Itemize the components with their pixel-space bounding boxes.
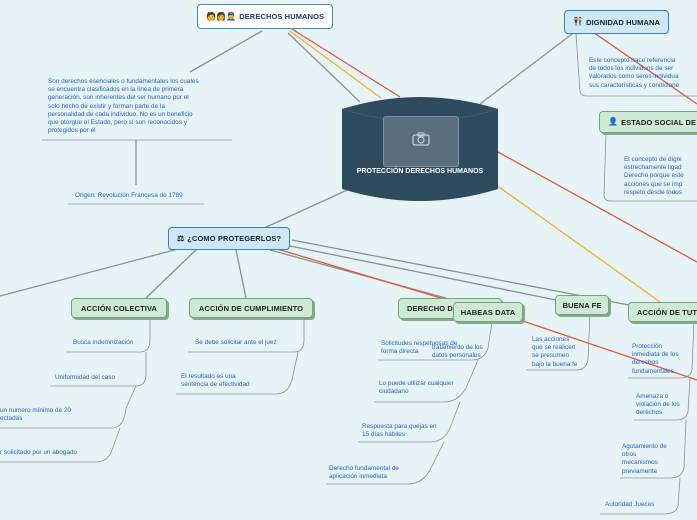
derechos-humanos-description: Son derechos esenciales o fundamentales … [48,78,199,135]
central-title: PROTECCIÓN DERECHOS HUMANOS [356,168,484,175]
topic-dignidad-humana-label: DIGNIDAD HUMANA [586,17,661,27]
item-line: se presumen [532,352,569,360]
couple-icon: 👫 [573,17,584,26]
accion-colectiva-item: Busca indemnización [73,339,134,346]
topic-derecho-peticion-label: DERECHO D [407,304,453,313]
topic-accion-colectiva[interactable]: ACCIÓN COLECTIVA [71,298,167,318]
item-line: fundamentales [632,367,674,375]
scale-icon: ⚖ [177,233,185,243]
description-line: respeto desde todos [624,188,682,196]
accion-colectiva-item: r solicitado por un abogado [0,449,78,456]
topic-accion-tutela-label: ACCIÓN DE TUT [637,307,697,317]
description-line: que otorgue el Estado, pero sí son recon… [48,119,187,127]
accion-cumplimiento-item: Se debe solicitar ante el juez [195,339,277,346]
description-line: acciones que se imp [624,180,683,188]
accion-tutela-item: Autoridad Jueces [605,501,655,508]
description-line: El concepto de digni [624,156,682,163]
description-line: solo hecho de existir y forman parte de … [48,102,165,110]
item-line: derechos [636,409,663,417]
derecho-peticion-item: Lo puede utilizar cualquier ciudadano [379,380,454,396]
item-line: mecanismos [622,459,658,467]
item-line: que se realicen [532,344,576,352]
topic-habeas-data[interactable]: HABEAS DATA [453,302,523,322]
topic-derechos-humanos[interactable]: 🧑👩👮 DERECHOS HUMANOS [197,4,334,29]
buena-fe-item: Las acciones que se realicen se presumen… [532,336,577,369]
accion-cumplimiento-item: El resultado es una sentencia de efectiv… [181,373,250,389]
accion-tutela-item: Agotamiento de otros mecanismos previame… [622,443,667,476]
description-line: estrechamente ligad [624,164,682,172]
topic-habeas-data-label: HABEAS DATA [460,307,516,317]
topic-accion-tutela[interactable]: ACCIÓN DE TUT [628,302,697,322]
item-line: Amenaza o [636,393,669,400]
topic-accion-cumplimiento[interactable]: ACCIÓN DE CUMPLIMIENTO [189,298,313,318]
topic-como-protegerlos[interactable]: ⚖ ¿COMO PROTEGERLOS? [168,227,291,250]
central-node[interactable]: PROTECCIÓN DERECHOS HUMANOS [342,97,498,201]
topic-accion-cumplimiento-label: ACCIÓN DE CUMPLIMIENTO [198,303,304,313]
item-line: ectadas [0,415,23,423]
item-line: aplicación inmediata [329,473,387,481]
topic-dignidad-humana[interactable]: 👫 DIGNIDAD HUMANA [564,10,670,34]
accion-colectiva-item: Uniformidad del caso [55,374,116,381]
dignidad-description: Este concepto hace referencia de todos l… [589,57,679,90]
people-icon: 🧑👩👮 [206,11,237,21]
accion-colectiva-item: un numero mínimo de 20 ectadas [0,407,71,423]
item-line: Derecho fundamental de [329,465,399,472]
item-line: otros [622,451,637,459]
item-line: 15 días hábiles [362,431,405,439]
item-line: inmediata de los [632,351,679,359]
item-line: Respuesta para quejas en [362,423,437,430]
description-line: personalidad de cada individuo. No es un… [48,110,193,118]
topic-estado-social-label: ESTADO SOCIAL DE [621,117,697,127]
camera-icon [412,132,430,151]
item-line: Lo puede utilizar cualquier [379,380,454,387]
topic-estado-social[interactable]: 👤 ESTADO SOCIAL DE [599,111,697,133]
habeas-data-item: tratamiento de los datos personales [432,344,483,360]
derecho-peticion-item: Respuesta para quejas en 15 días hábiles [362,423,437,439]
item-line: previamente [622,467,658,475]
derecho-peticion-item: Derecho fundamental de aplicación inmedi… [329,465,399,481]
item-line: un numero mínimo de 20 [0,407,72,414]
description-line: protegidos por él [48,127,96,135]
topic-buena-fe-label: BUENA FE [562,300,602,310]
estado-social-description: El concepto de digni estrechamente ligad… [624,156,684,197]
description-line: Son derechos esenciales o fundamentales … [48,78,199,85]
item-line: ciudadano [379,388,409,396]
item-line: forma directa [381,348,419,356]
item-line: El resultado es una [181,373,236,380]
description-line: Este concepto hace referencia [589,57,676,64]
item-line: Agotamiento de [622,443,667,450]
item-line: Protección [632,343,663,350]
item-line: datos personales [432,352,481,360]
item-line: tratamiento de los [432,344,483,351]
topic-como-protegerlos-label: ¿COMO PROTEGERLOS? [187,234,282,243]
item-line: bajo la buena fe [532,360,578,368]
description-line: de todos los individuos de ser [589,65,674,73]
derecho-peticion-item: Solicitudes respetuosas de forma directa [381,340,457,356]
description-line: valorados como seres individua [589,73,679,81]
item-line: violación de los [636,401,680,409]
topic-accion-colectiva-label: ACCIÓN COLECTIVA [80,303,158,313]
description-line: generación, son inherentes del ser human… [48,94,189,102]
central-image [383,116,459,167]
person-icon: 👤 [608,117,619,126]
item-line: sentencia de efectividad [181,381,250,389]
topic-derechos-humanos-label: DERECHOS HUMANOS [239,12,325,21]
topic-buena-fe[interactable]: BUENA FE [555,295,609,315]
accion-tutela-item: Protección inmediata de los derechos fun… [632,343,679,376]
item-line: Solicitudes respetuosas de [381,340,458,347]
accion-tutela-item: Amenaza o violación de los derechos [636,393,680,418]
item-line: Las acciones [532,336,570,343]
description-line: se encuentra clasificados en la línea de… [48,86,184,94]
description-line: Derecho porque este [624,172,684,180]
item-line: derechos [632,359,659,367]
derechos-humanos-origen: Origen: Revolución Francesa de 1789 [75,192,183,199]
description-line: sus características y condicione [589,81,680,89]
